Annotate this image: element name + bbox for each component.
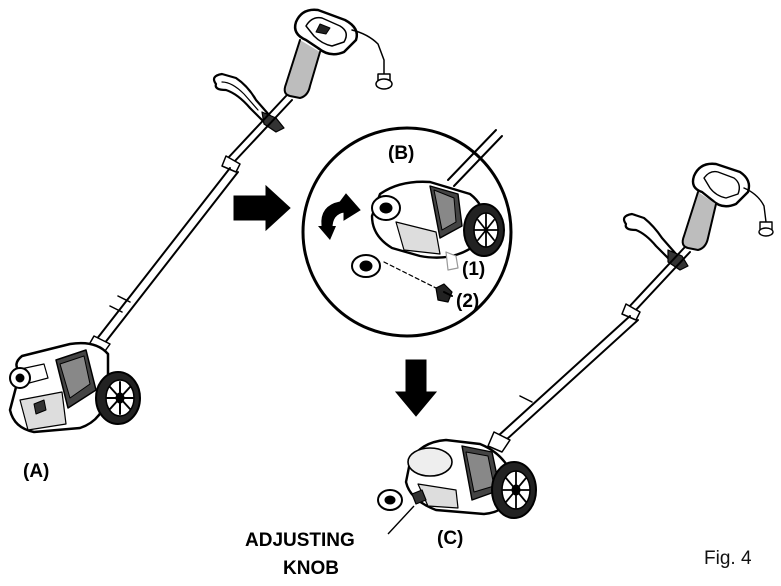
label-a: (A) (23, 462, 49, 481)
edger-c-handle (683, 164, 773, 250)
label-c: (C) (437, 529, 463, 548)
label-knob: KNOB (283, 559, 339, 578)
arrow-down-icon (396, 360, 436, 416)
label-step-1: (1) (462, 260, 485, 279)
arrow-right-icon (234, 186, 290, 230)
figure-caption: Fig. 4 (704, 549, 752, 568)
edger-a-loop-handle (214, 74, 284, 132)
edger-a-shaft (86, 96, 292, 358)
edger-c-loop-handle (624, 214, 688, 270)
edger-c-body (378, 440, 536, 518)
label-step-2: (2) (456, 292, 479, 311)
edger-a-body (10, 343, 140, 432)
edger-c-shaft (488, 248, 690, 452)
label-b: (B) (388, 144, 414, 163)
label-adjusting: ADJUSTING (245, 531, 355, 550)
edger-a-handle (285, 10, 392, 98)
